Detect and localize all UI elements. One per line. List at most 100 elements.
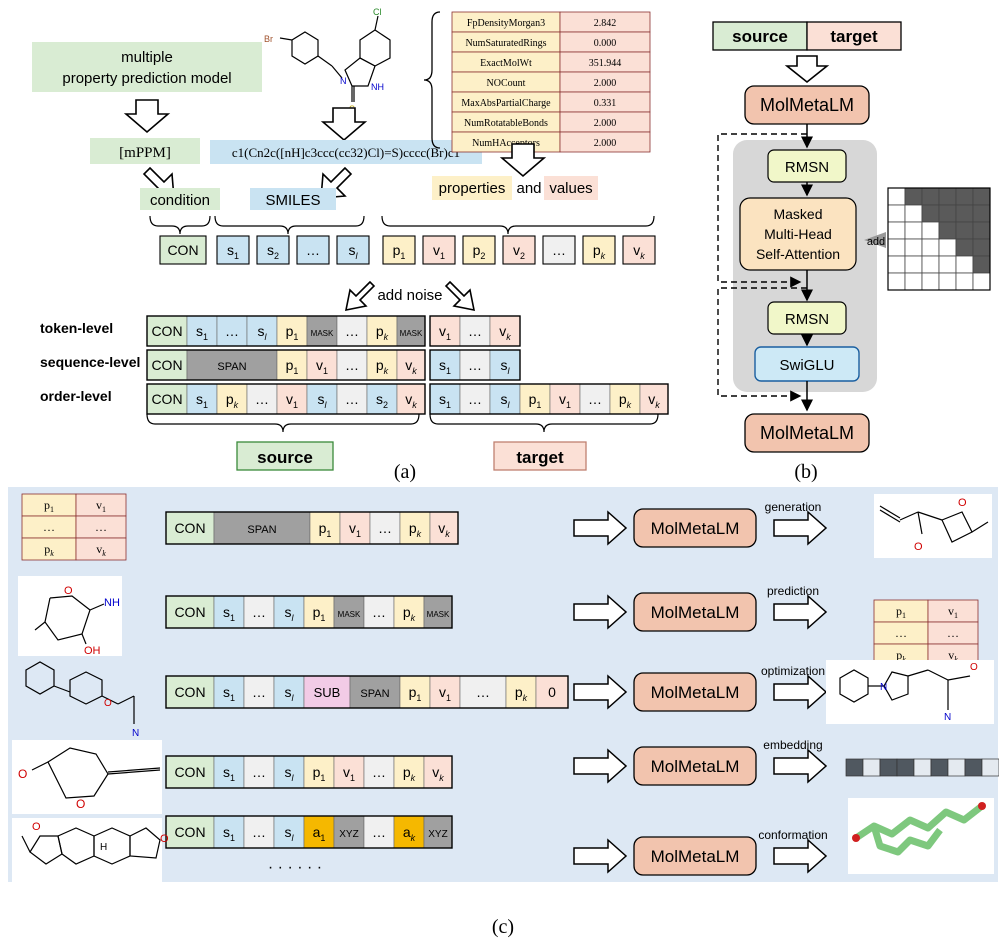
o-atom: O [914,541,923,553]
property-value: 2.000 [594,118,617,129]
molecule-bicyclic [18,576,122,656]
pv-table-text: p1 [44,498,54,514]
token-cell [309,511,341,545]
token-label: pk [403,604,416,623]
token-cell [609,383,641,415]
smiles-brace [214,215,365,235]
mask-cell [904,272,923,291]
smiles-string: c1(Cn2c([nH]c3ccc(cc32)Cl)=S)cccc(Br)c1 [232,145,460,160]
molecule-tetrahydropyran [12,740,162,814]
molecule-steroid [12,818,162,882]
source-segment [712,21,808,51]
mask-cell [955,255,974,274]
token-label: … [252,764,266,780]
token-label: v1 [316,357,328,376]
task-models: MolMetaLMgenerationMolMetaLMpredictionMo… [573,500,828,876]
property-value: 2.000 [594,78,617,89]
token-label: p1 [313,604,326,623]
o-atom: O [104,698,112,709]
mask-cell [887,204,906,223]
caption-a: (a) [394,461,416,483]
token-label: … [372,604,386,620]
pv-table-text: vk [948,648,958,664]
target-label: target [516,448,564,467]
token-label: vk [438,520,450,539]
add-arrow-icon [864,232,886,248]
pv-table-text: … [43,520,55,534]
mask-cell [887,187,906,206]
token-label: SPAN [247,524,276,536]
property-name: NOCount [487,78,526,89]
token-label: s1 [196,391,208,410]
hollow-arrow-down-icon [499,143,547,178]
token-label: pk [376,323,389,342]
token-cell [273,815,305,849]
molmetalm-bottom-label: MolMetaLM [760,423,854,443]
mask-cell [904,204,923,223]
pv-table-text: … [895,626,907,640]
token-cell [363,755,395,789]
token-label: CON [151,323,182,339]
token-label: p1 [286,323,299,342]
token-label: … [345,357,359,373]
token-cell [622,235,656,265]
smiles-label-box [250,188,336,210]
token-label: SPAN [360,688,389,700]
token-row-outline [165,755,453,789]
token-cell [303,675,351,709]
token-row-outline [165,815,453,849]
rmsn-2-label: RMSN [785,311,829,328]
token-cell [213,675,245,709]
token-cell [339,511,371,545]
mask-cell [921,238,940,257]
token-row-outline [429,315,521,347]
token-label: … [468,323,482,339]
token-label: pk [376,357,389,376]
property-name: NumRotatableBonds [464,118,548,129]
token-cell [459,675,507,709]
token-row-outline [165,511,459,545]
token-label: v1 [433,242,445,261]
token-label: sl [285,684,295,703]
task-label: generation [765,500,822,514]
mppm-line2: property prediction model [62,70,231,87]
token-cell [336,315,368,347]
attention-line1: Masked [773,206,822,222]
token-label: pk [403,764,416,783]
target-text: target [830,27,878,46]
n-atom: N [880,682,887,693]
embedding-cell [879,758,898,777]
token-label: v1 [439,684,451,703]
mask-cell [887,255,906,274]
token-label: s1 [223,824,235,843]
residual-2-dashed [717,287,807,402]
o-atom: O [970,662,978,673]
token-label: XYZ [428,829,447,840]
token-label: v1 [343,764,355,783]
token-cell [303,755,335,789]
molmetalm-box [633,508,757,548]
token-cell [363,815,395,849]
mask-cell [887,238,906,257]
token-label: s1 [227,242,239,261]
molmetalm-box [633,746,757,786]
token-label: CON [151,357,182,373]
token-cell [639,383,669,415]
molecule-pyrrole-output [826,660,994,724]
molmetalm-top-label: MolMetaLM [760,95,854,115]
mask-cell [904,187,923,206]
token-label: … [552,242,566,258]
token-cell [349,675,401,709]
mask-cell [938,272,957,291]
token-label: s1 [196,323,208,342]
token-label: CON [174,604,205,620]
token-cell [303,595,335,629]
hollow-arrow-right-icon [773,838,828,874]
target-segment [806,21,902,51]
mppm-box [32,42,262,92]
token-cell [429,315,461,347]
mask-outline [887,187,991,291]
token-cell [393,595,425,629]
hollow-arrow-right-icon [773,674,828,710]
